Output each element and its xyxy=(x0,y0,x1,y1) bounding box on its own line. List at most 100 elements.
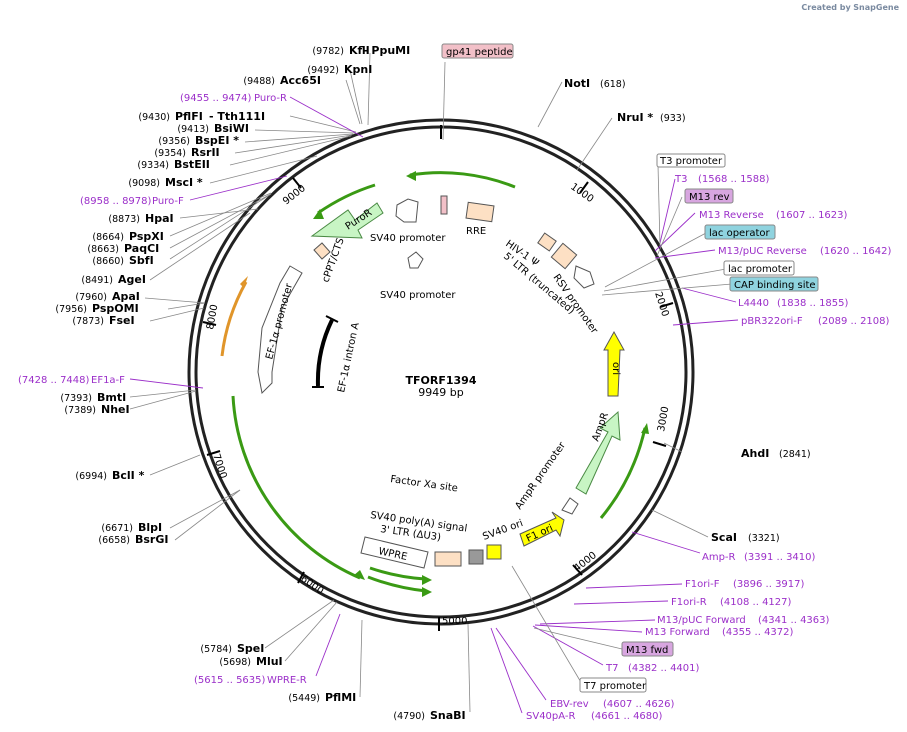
site-name-acc65i[interactable]: Acc65I xyxy=(280,74,321,87)
site-pos: (9782) xyxy=(312,46,344,57)
primer-l4440[interactable]: L4440 xyxy=(738,298,769,309)
site-name-bspei[interactable]: BspEI * xyxy=(195,134,239,147)
tick-1000: 1000 xyxy=(568,181,595,205)
primer-pbr322ori-f[interactable]: pBR322ori-F xyxy=(741,316,803,327)
lac-operator-label[interactable]: lac operator xyxy=(709,228,770,239)
cap-site-label[interactable]: CAP binding site xyxy=(734,280,816,291)
m13-fwd-label[interactable]: M13 fwd xyxy=(626,645,668,656)
ori-arrow xyxy=(603,330,625,397)
primer-m13puc-forward[interactable]: M13/pUC Forward xyxy=(657,615,746,626)
site-name-rsrii[interactable]: RsrII xyxy=(191,146,220,159)
site-pos: (9354) xyxy=(154,148,186,159)
created-by-text: Created by xyxy=(801,3,851,12)
site-pos: (2841) xyxy=(779,449,811,460)
t7-promoter-box xyxy=(579,677,647,693)
primer-f1ori-f[interactable]: F1ori-F xyxy=(685,579,720,590)
hiv-psi-box xyxy=(537,232,557,252)
ef1a-intron-label: EF-1α intron A xyxy=(336,322,362,394)
primer-puro-f[interactable]: Puro-F xyxy=(152,196,184,207)
primer-m13-reverse[interactable]: M13 Reverse xyxy=(699,210,764,221)
ltr3-box xyxy=(434,551,462,567)
primer-t7[interactable]: T7 xyxy=(605,663,618,674)
gp41-label-box xyxy=(441,43,514,59)
primer-sv40pa-r[interactable]: SV40pA-R xyxy=(526,711,575,722)
site-name-bsteii[interactable]: BstEII xyxy=(174,158,210,171)
site-name-nrui[interactable]: NruI * xyxy=(617,111,653,124)
arrowhead-b1 xyxy=(422,575,432,585)
primer-t3[interactable]: T3 xyxy=(674,174,687,185)
site-name-nhei[interactable]: NheI xyxy=(101,403,130,416)
rsv-promoter-arrow xyxy=(573,265,595,289)
ef1a-promoter-arrow xyxy=(257,265,303,395)
primer-m13puc-reverse[interactable]: M13/pUC Reverse xyxy=(718,246,807,257)
factor-xa-box xyxy=(468,549,484,565)
primer-amp-r[interactable]: Amp-R xyxy=(702,552,736,563)
site-pos: (4790) xyxy=(393,711,425,722)
site-name-kfli[interactable]: KflI xyxy=(349,44,370,57)
site-name-blpi[interactable]: BlpI xyxy=(138,521,162,534)
site-pos: (6994) xyxy=(75,471,107,482)
site-name-hpai[interactable]: HpaI xyxy=(145,212,174,225)
site-name-ahdi[interactable]: AhdI xyxy=(741,447,769,460)
site-name-agei[interactable]: AgeI xyxy=(118,273,146,286)
site-pos: (933) xyxy=(660,113,686,124)
primer-range: (1620 .. 1642) xyxy=(820,246,892,257)
lac-promoter-label[interactable]: lac promoter xyxy=(728,264,793,275)
m13-fwd-box xyxy=(621,641,674,657)
primer-lines xyxy=(129,96,739,714)
primer-range: (3896 .. 3917) xyxy=(733,579,805,590)
primer-wpre-r[interactable]: WPRE-R xyxy=(267,675,307,686)
primer-ebv-rev[interactable]: EBV-rev xyxy=(550,699,589,710)
site-name-apai[interactable]: ApaI xyxy=(112,290,140,303)
primer-range: (1568 .. 1588) xyxy=(698,174,770,185)
orf-arc-left xyxy=(231,395,361,580)
site-name-scai[interactable]: ScaI xyxy=(711,531,737,544)
site-name-bcli[interactable]: BclI * xyxy=(112,469,145,482)
site-name-psp0mi[interactable]: PspOMI xyxy=(92,302,139,315)
rre-box xyxy=(465,201,495,223)
site-name-tth111i[interactable]: - Tth111I xyxy=(209,110,265,123)
gp41-label[interactable]: gp41 peptide xyxy=(446,47,513,58)
site-name-mlui[interactable]: MluI xyxy=(256,655,283,668)
sv40-promoter-top-arrow xyxy=(395,198,419,223)
orange-arc xyxy=(220,281,248,357)
site-name-kpni[interactable]: KpnI xyxy=(344,63,372,76)
m13-rev-box xyxy=(684,188,734,204)
primer-m13-forward[interactable]: M13 Forward xyxy=(645,627,710,638)
cppt-box xyxy=(313,242,331,260)
site-pos: (9488) xyxy=(243,76,275,87)
plasmid-size: 9949 bp xyxy=(418,386,463,399)
site-name-sbfi[interactable]: SbfI xyxy=(129,254,154,267)
arrowhead-left xyxy=(353,570,365,580)
sv40-promoter-mid-label: SV40 promoter xyxy=(380,290,456,301)
site-name-paqci[interactable]: PaqCI xyxy=(124,242,159,255)
primer-f1ori-r[interactable]: F1ori-R xyxy=(671,597,707,608)
site-name-ppumi[interactable]: - PpuMI xyxy=(363,44,410,57)
site-name-bsiwi[interactable]: BsiWI xyxy=(214,122,249,135)
site-name-snabi[interactable]: SnaBI xyxy=(430,709,466,722)
primer-range: (4355 .. 4372) xyxy=(722,627,794,638)
site-name-pflfi[interactable]: PflFI xyxy=(175,110,203,123)
site-name-bmti[interactable]: BmtI xyxy=(97,391,126,404)
primer-puro-r[interactable]: Puro-R xyxy=(254,93,287,104)
primer-ef1a-f[interactable]: EF1a-F xyxy=(91,375,125,386)
site-name-msci[interactable]: MscI * xyxy=(165,176,203,189)
site-name-noti[interactable]: NotI xyxy=(564,77,590,90)
site-name-bsrgi[interactable]: BsrGI xyxy=(135,533,168,546)
t3-promoter-box xyxy=(656,153,726,168)
site-name-spei[interactable]: SpeI xyxy=(237,642,264,655)
site-pos: (9356) xyxy=(158,136,190,147)
wpre-box xyxy=(360,536,429,569)
t3-promoter-label[interactable]: T3 promoter xyxy=(659,156,723,167)
primer-range: (5615 .. 5635) xyxy=(194,675,266,686)
site-name-fsei[interactable]: FseI xyxy=(109,314,135,327)
m13-rev-label[interactable]: M13 rev xyxy=(689,192,730,203)
site-name-pflmi[interactable]: PflMI xyxy=(325,691,356,704)
site-name-pspxi[interactable]: PspXI xyxy=(129,230,164,243)
tick-3000: 3000 xyxy=(656,406,671,433)
arrowhead-top xyxy=(406,171,416,181)
t7-promoter-label[interactable]: T7 promoter xyxy=(583,681,647,692)
orf-arc-top xyxy=(409,171,516,189)
primer-range: (9455 .. 9474) xyxy=(180,93,252,104)
site-pos: (618) xyxy=(600,79,626,90)
